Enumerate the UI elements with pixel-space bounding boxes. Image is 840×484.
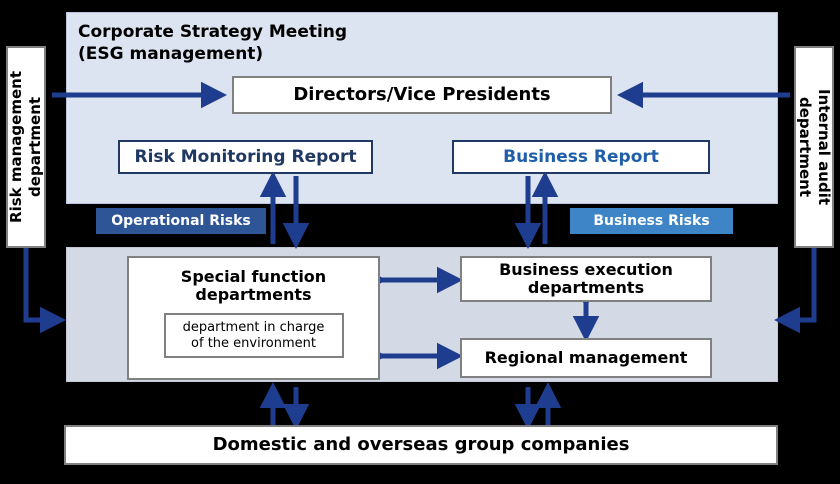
special-function-departments-box[interactable]: Special function departments department … xyxy=(127,256,380,380)
internal-audit-department-label: Internal audit department xyxy=(796,88,833,205)
business-report-box[interactable]: Business Report xyxy=(452,140,710,174)
risk-monitoring-report-box[interactable]: Risk Monitoring Report xyxy=(118,140,373,174)
directors-vice-presidents-label: Directors/Vice Presidents xyxy=(293,83,551,105)
business-execution-departments-box[interactable]: Business execution departments xyxy=(460,256,712,302)
risk-management-department-box[interactable]: Risk management department xyxy=(6,46,46,248)
directors-vice-presidents-box[interactable]: Directors/Vice Presidents xyxy=(232,76,612,114)
business-report-label: Business Report xyxy=(503,147,659,167)
business-execution-departments-label: Business execution departments xyxy=(499,260,673,297)
special-function-departments-label: Special function departments xyxy=(180,267,327,305)
arrow-risk-dept-elbow-to-panel xyxy=(23,248,67,334)
operational-risks-tag: Operational Risks xyxy=(96,208,266,234)
business-risks-label: Business Risks xyxy=(593,213,710,229)
regional-management-label: Regional management xyxy=(484,348,688,368)
business-risks-tag: Business Risks xyxy=(570,208,733,234)
environment-department-box[interactable]: department in charge of the environment xyxy=(163,313,344,359)
risk-monitoring-report-label: Risk Monitoring Report xyxy=(134,147,357,167)
arrow-audit-dept-elbow-to-panel xyxy=(773,248,817,334)
group-companies-box[interactable]: Domestic and overseas group companies xyxy=(64,425,778,465)
risk-management-department-label: Risk management department xyxy=(7,71,44,223)
panel-title: Corporate Strategy Meeting (ESG manageme… xyxy=(78,22,348,64)
regional-management-box[interactable]: Regional management xyxy=(460,338,712,378)
operational-risks-label: Operational Risks xyxy=(111,213,251,229)
internal-audit-department-box[interactable]: Internal audit department xyxy=(794,46,834,248)
group-companies-label: Domestic and overseas group companies xyxy=(212,433,630,455)
